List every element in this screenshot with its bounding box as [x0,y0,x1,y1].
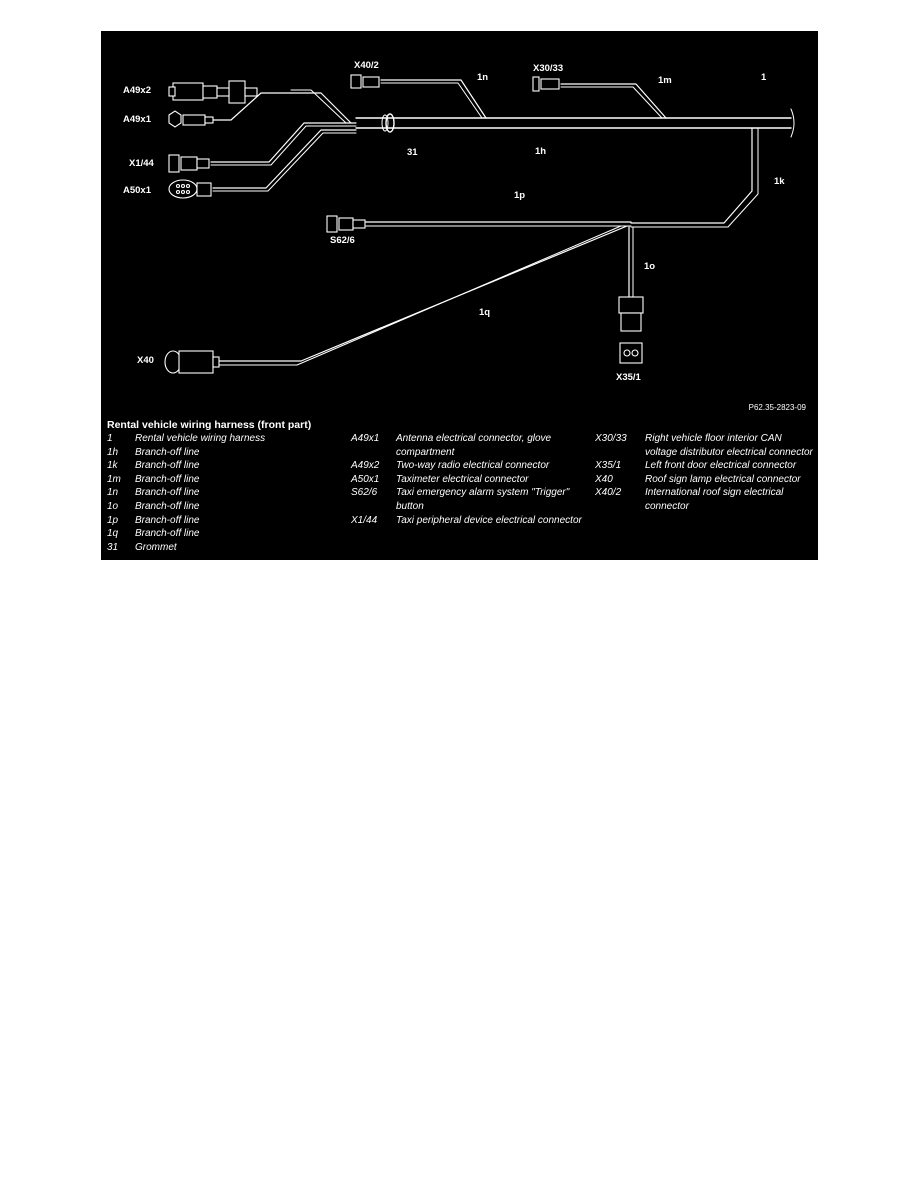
label-a49x2: A49x2 [123,85,151,96]
wire-a50x1 [212,129,357,189]
label-x40-2: X40/2 [354,60,379,71]
legend-item: 31 Grommet [107,541,347,555]
legend-item: X1/44 Taxi peripheral device electrical c… [351,514,591,528]
legend-item: 1n Branch-off line [107,486,347,500]
connector-s62-6 [326,215,366,233]
legend-item-code: 1k [107,460,118,472]
connector-x30-33 [532,76,560,92]
legend-item: 1h Branch-off line [107,446,347,460]
legend-item: 1p Branch-off line [107,514,347,528]
legend-item-description: Branch-off line [135,446,200,458]
label-x30-33: X30/33 [533,63,564,74]
label-1m: 1m [658,75,672,86]
wiring-harness-drawing [164,74,795,374]
legend-item-code: X30/33 [595,433,627,444]
legend-item-description: Taxi emergency alarm system "Trigger" bu… [396,487,570,512]
label-a50x1: A50x1 [123,185,151,196]
grommet [385,113,395,133]
legend-item: X40/2 International roof sign electrical … [595,486,815,513]
legend-item-code: 1n [107,487,119,499]
legend-item-description: Roof sign lamp electrical connector [645,473,801,485]
label-x1-44: X1/44 [129,158,154,169]
connector-x35-1 [618,296,644,364]
legend-title: Rental vehicle wiring harness (front par… [107,419,312,431]
branch-1m [560,83,667,119]
connector-x1-44 [168,154,210,173]
wire-a49x1 [212,92,292,121]
legend-item-description: Grommet [135,541,177,553]
label-1o: 1o [644,261,656,272]
legend-item-description: Left front door electrical connector [645,460,797,472]
legend-item-description: Branch-off line [135,460,200,472]
legend-item-description: Branch-off line [135,487,200,499]
legend-item-description: Right vehicle floor interior CAN voltage… [645,433,813,458]
label-s62-6: S62/6 [330,235,355,246]
label-1k: 1k [774,176,785,187]
legend-item: 1q Branch-off line [107,527,347,541]
branch-1n [380,79,487,119]
legend-item: 1k Branch-off line [107,459,347,473]
legend-column-3: X30/33 Right vehicle floor interior CAN v… [595,432,815,514]
legend-item-code: X35/1 [595,460,622,472]
label-1: 1 [761,72,767,83]
connector-a49x1 [168,110,214,128]
legend-item-code: 1 [107,433,113,444]
legend-item: 1o Branch-off line [107,500,347,514]
connector-x40 [164,350,220,374]
legend-item-description: Branch-off line [135,514,200,526]
wire-x1-44 [210,122,357,163]
legend-item-code: 1o [107,500,119,512]
legend-item-description: Taximeter electrical connector [396,473,529,485]
label-a49x1: A49x1 [123,114,151,125]
legend-item-description: Rental vehicle wiring harness [135,433,266,444]
wiring-diagram-figure: A49x2 A49x1 X1/44 A50x1 X40/2 X30/33 1 1… [101,31,818,560]
branch-1q [215,225,628,362]
legend-item-description: Antenna electrical connector, glove comp… [396,433,552,458]
legend-item: X30/33 Right vehicle floor interior CAN v… [595,432,815,459]
legend-item-code: 1q [107,528,119,540]
label-1p: 1p [514,190,526,201]
legend-item-code: X40 [595,473,613,485]
legend-item: A49x1 Antenna electrical connector, glove… [351,432,591,459]
connector-a50x1 [168,179,212,199]
connector-a49x2 [168,80,258,104]
legend-item-code: 1h [107,446,119,458]
legend-item-description: Branch-off line [135,473,200,485]
legend-item-code: 1p [107,514,119,526]
label-1n: 1n [477,72,489,83]
legend-item-description: Two-way radio electrical connector [396,460,550,472]
legend-item-code: A50x1 [351,473,380,485]
legend-item-code: S62/6 [351,487,378,499]
legend-item-description: International roof sign electrical conne… [645,487,784,512]
connector-x40-2 [350,74,380,89]
branch-1k [630,127,753,224]
legend-item: 1m Branch-off line [107,473,347,487]
legend-item-description: Branch-off line [135,500,200,512]
legend-item: X40 Roof sign lamp electrical connector [595,473,815,487]
legend-item-code: X1/44 [351,514,378,526]
figure-code: P62.35-2823-09 [748,403,806,412]
legend-item: X35/1 Left front door electrical connecto… [595,459,815,473]
legend-item-code: 31 [107,541,119,553]
legend-item-code: A49x2 [351,460,380,472]
wire-a49x2 [290,92,352,124]
label-1q: 1q [479,307,491,318]
legend-item-code: 1m [107,473,121,485]
legend-item-description: Branch-off line [135,528,200,540]
label-31: 31 [407,147,418,158]
legend-item: S62/6 Taxi emergency alarm system "Trigge… [351,486,591,513]
legend-item: A50x1 Taximeter electrical connector [351,473,591,487]
legend-item-description: Taxi peripheral device electrical connec… [396,514,582,526]
legend-column-2: A49x1 Antenna electrical connector, glove… [351,432,591,527]
legend-item: A49x2 Two-way radio electrical connector [351,459,591,473]
label-x35-1: X35/1 [616,372,641,383]
legend-item-code: A49x1 [351,433,380,444]
label-1h: 1h [535,146,547,157]
legend-item-code: X40/2 [595,487,622,499]
label-x40: X40 [137,355,154,366]
legend-item: 1 Rental vehicle wiring harness [107,432,347,446]
